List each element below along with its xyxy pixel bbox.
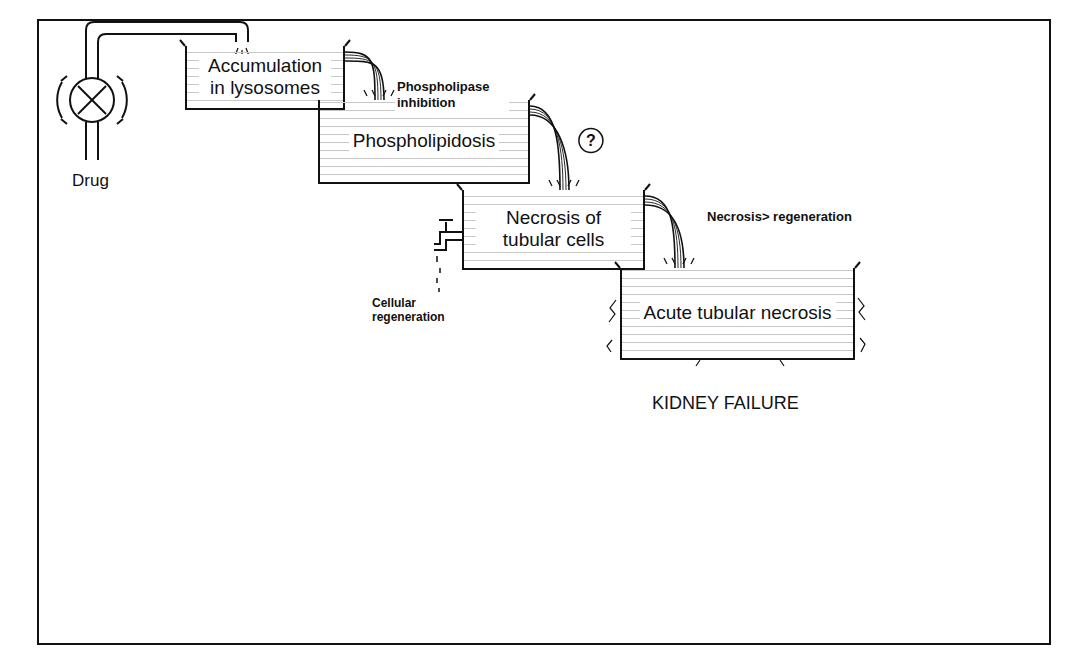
- tank-label: Accumulation in lysosomes: [199, 54, 331, 100]
- tank-label: Phospholipidosis: [349, 129, 500, 153]
- tap: [434, 220, 462, 292]
- tank-label: Necrosis of tubular cells: [476, 206, 631, 252]
- question-circle: [579, 129, 603, 153]
- text-label: Cellular regeneration: [370, 295, 464, 326]
- failure-tank: Acute tubular necrosis: [620, 268, 855, 360]
- tank-label: Acute tubular necrosis: [640, 301, 836, 325]
- edge-label: ?: [584, 130, 598, 151]
- text-label: Drug: [70, 170, 111, 192]
- phospholipidosis-tank: Phospholipidosis: [318, 100, 530, 184]
- frame: [38, 20, 1050, 644]
- water-stream: [530, 106, 579, 190]
- tank-lips: [180, 40, 860, 268]
- edge-label: Necrosis> regeneration: [705, 208, 854, 226]
- text-label: KIDNEY FAILURE: [650, 392, 801, 416]
- necrosis-tank: Necrosis of tubular cells: [462, 190, 645, 270]
- edge-label: Phospholipase inhibition: [395, 78, 509, 111]
- water-stream: [345, 52, 394, 100]
- water-stream: [645, 196, 694, 268]
